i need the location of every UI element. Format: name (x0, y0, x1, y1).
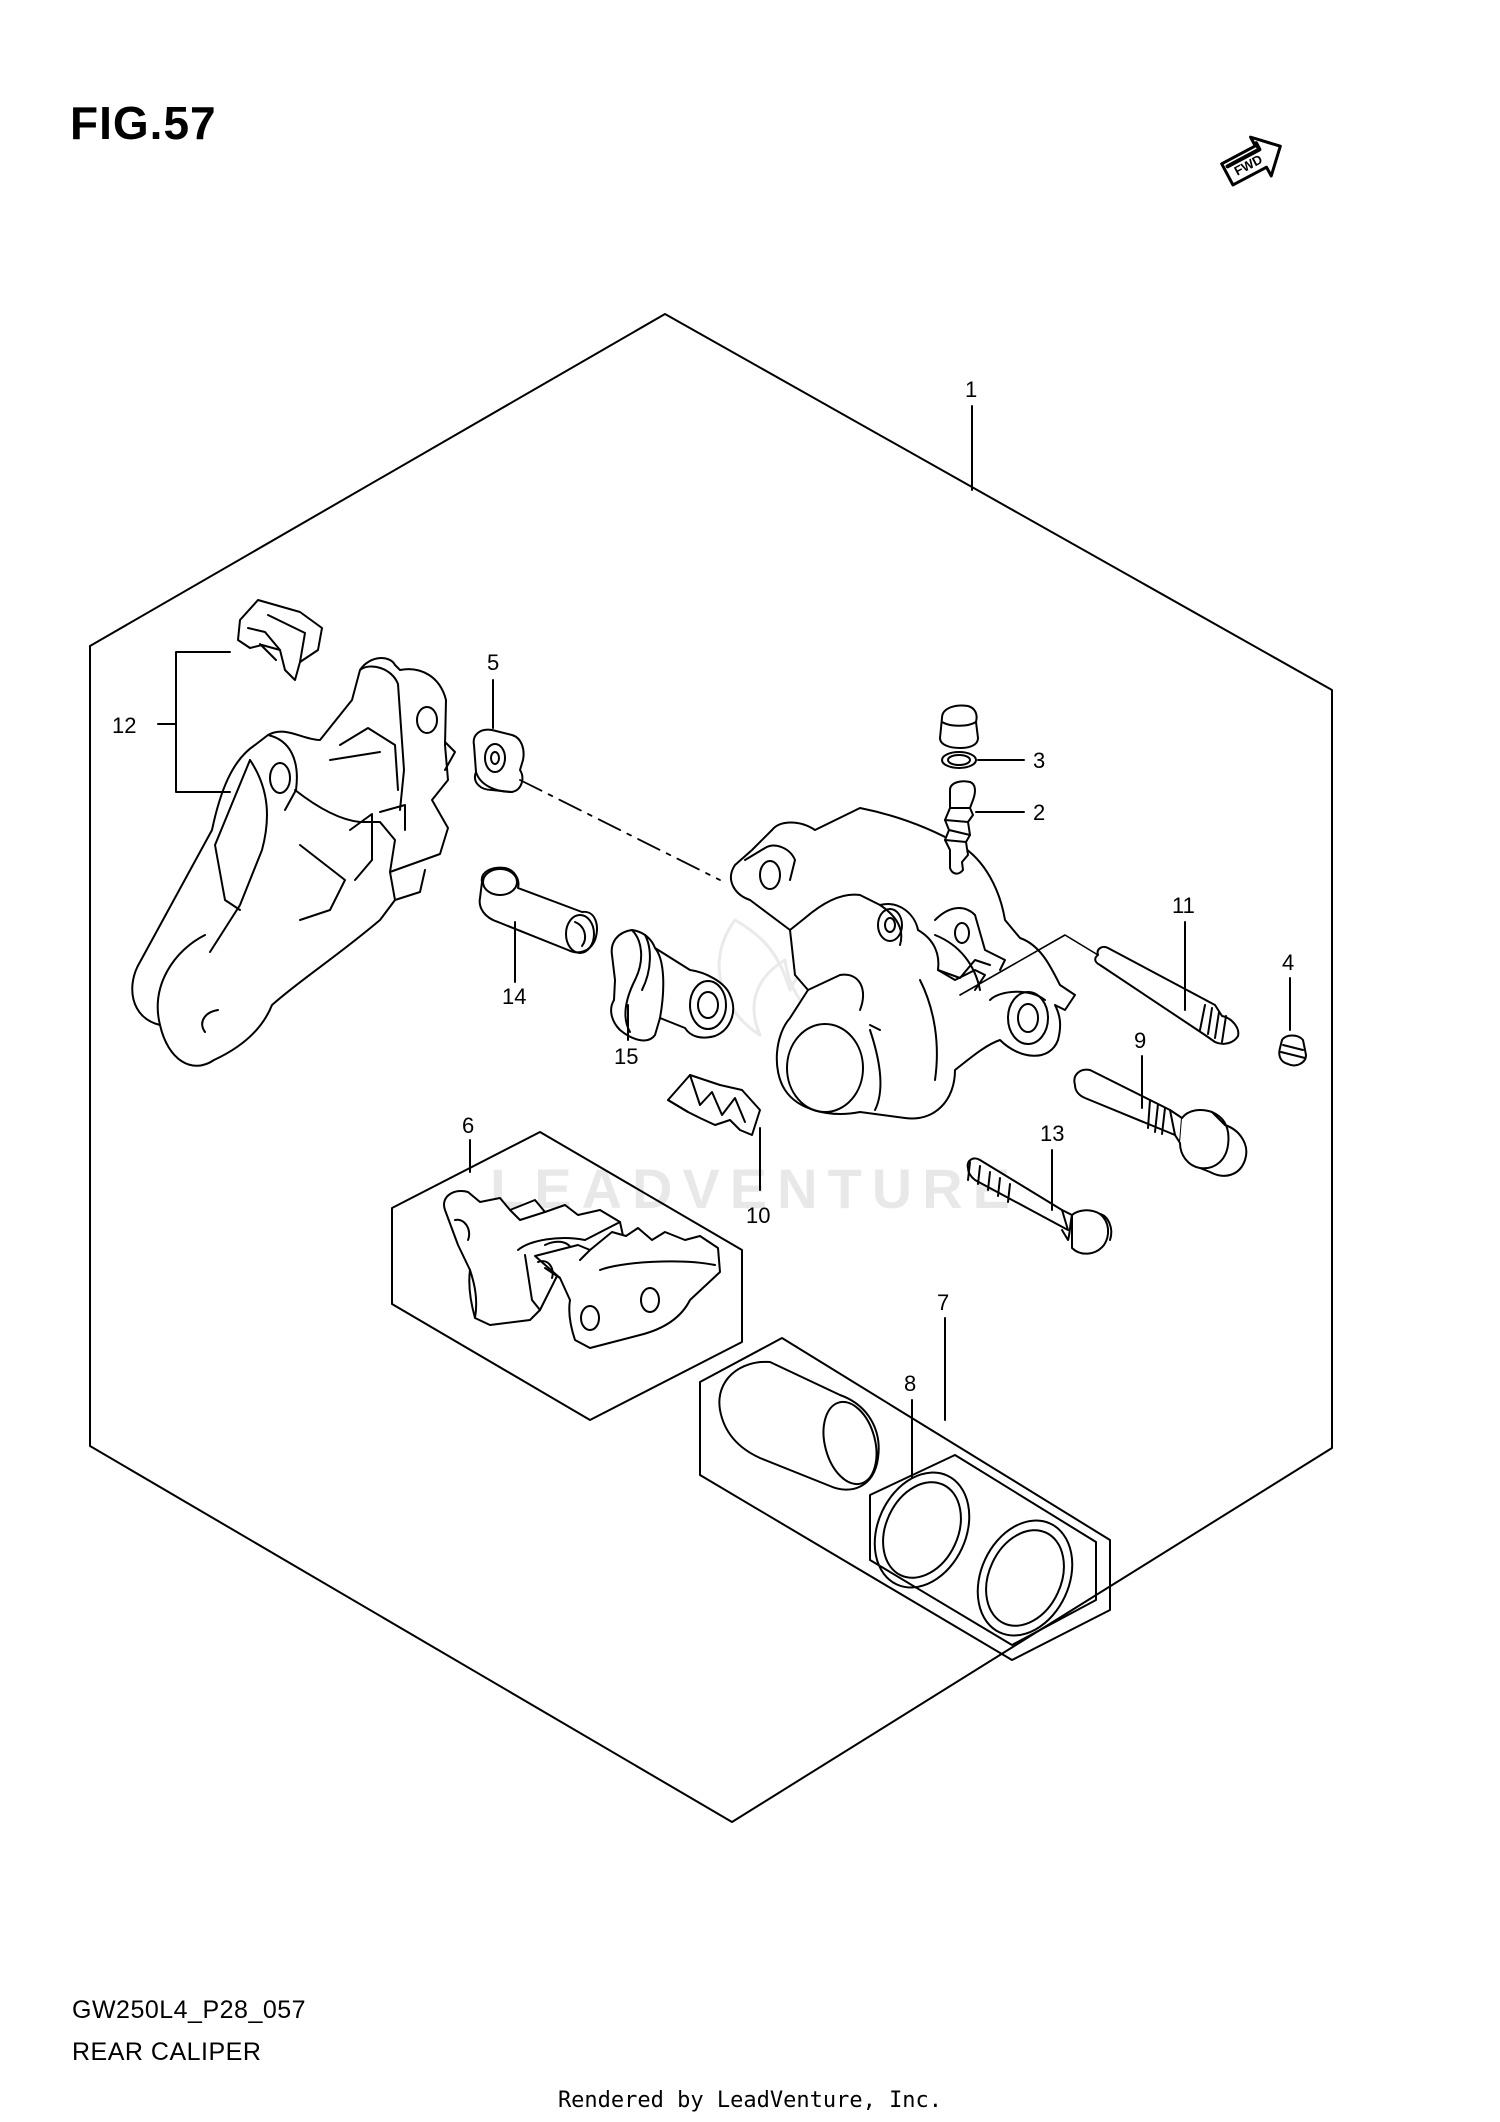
assembly-axis-line (519, 779, 721, 881)
callout-5: 5 (487, 650, 499, 675)
callout-13: 13 (1040, 1121, 1064, 1146)
figure-title: FIG.57 (70, 97, 217, 149)
callout-14: 14 (502, 984, 526, 1009)
pad-spring-clip (237, 599, 323, 681)
pad-set-outline (391, 1131, 743, 1421)
callout-10: 10 (746, 1203, 770, 1228)
piston-seals (873, 1471, 1074, 1637)
pin-sleeve (478, 866, 598, 954)
piston (718, 1360, 880, 1491)
bleeder-cap (939, 704, 979, 769)
callout-2: 2 (1033, 800, 1045, 825)
boot-part (472, 728, 525, 793)
callout-12-leader (157, 651, 231, 793)
brake-pads (443, 1190, 721, 1349)
fwd-arrow-icon: FWD (1220, 135, 1282, 187)
callout-15: 15 (614, 1044, 638, 1069)
model-code: GW250L4_P28_057 (72, 1996, 307, 2024)
callout-11: 11 (1172, 893, 1195, 918)
mounting-bolt-13 (966, 1157, 1113, 1255)
callout-6: 6 (462, 1113, 474, 1138)
caliper-body (730, 807, 1076, 1120)
figure-name: REAR CALIPER (72, 2038, 262, 2066)
pin-cap (1278, 1034, 1307, 1067)
callout-3: 3 (1033, 748, 1045, 773)
callout-9: 9 (1134, 1028, 1146, 1053)
callout-7: 7 (937, 1290, 949, 1315)
seal-set-outline (869, 1454, 1097, 1646)
mounting-bolt-9 (1073, 1068, 1248, 1177)
caliper-bracket (131, 657, 456, 1067)
piston-set-outline (699, 1337, 1111, 1661)
pin-axis-line (959, 934, 1099, 996)
pad-spring (667, 1074, 761, 1136)
watermark-text: LEADVENTURE (490, 1157, 1020, 1220)
sleeve-boot (610, 929, 735, 1042)
callout-4: 4 (1282, 950, 1294, 975)
callout-1: 1 (965, 377, 977, 402)
bleeder-valve (944, 780, 976, 875)
caliper-pin (1094, 945, 1240, 1045)
callout-8: 8 (904, 1371, 916, 1396)
callout-12: 12 (112, 713, 136, 738)
footer-credit: Rendered by LeadVenture, Inc. (557, 2088, 943, 2113)
caliper-assembly-outline (89, 313, 1333, 1823)
